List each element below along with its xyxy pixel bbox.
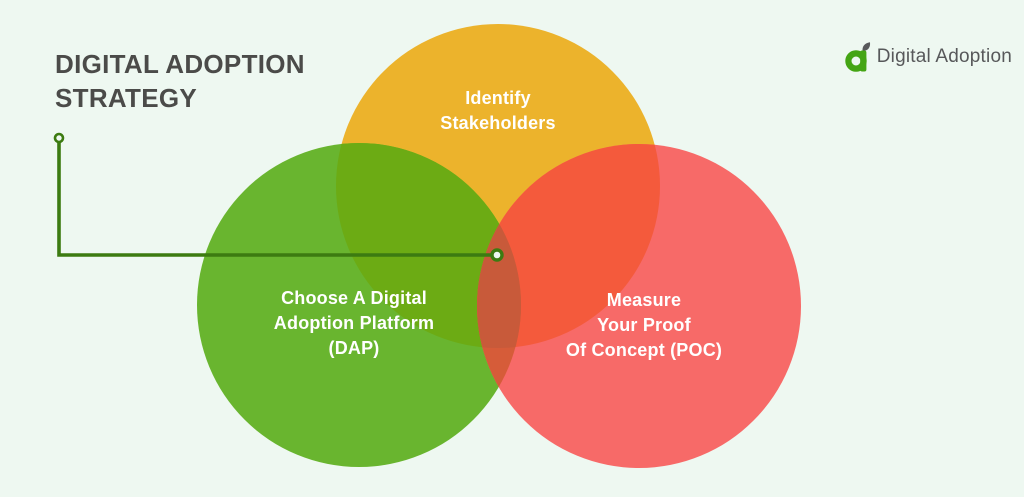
digital-adoption-logo-icon bbox=[845, 42, 870, 72]
brand-name: Digital Adoption bbox=[876, 46, 1012, 67]
connector-start-ring-icon bbox=[53, 132, 65, 144]
connector-line bbox=[57, 143, 491, 257]
page-title: DIGITAL ADOPTION STRATEGY bbox=[55, 48, 305, 116]
connector-end-ring-icon bbox=[490, 248, 504, 262]
page-title-line1: DIGITAL ADOPTION bbox=[55, 49, 305, 79]
logo-stem-icon bbox=[859, 50, 867, 72]
venn-label-measure-poc: Measure Your Proof Of Concept (POC) bbox=[565, 290, 723, 360]
logo-leaf-icon bbox=[862, 42, 870, 51]
venn-label-choose-dap: Choose A Digital Adoption Platform (DAP) bbox=[273, 288, 435, 358]
page-title-line2: STRATEGY bbox=[55, 82, 198, 113]
venn-label-identify-stakeholders: Identify Stakeholders bbox=[440, 88, 556, 133]
brand-logo: Digital Adoption bbox=[845, 42, 1012, 72]
